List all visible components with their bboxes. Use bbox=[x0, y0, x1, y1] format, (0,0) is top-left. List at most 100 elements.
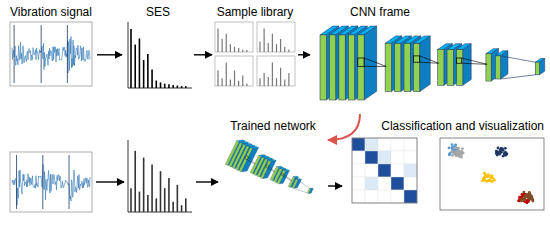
layer-side bbox=[401, 36, 412, 92]
impact-marker bbox=[41, 25, 42, 83]
impact-marker bbox=[14, 25, 15, 83]
vibration-waveform bbox=[12, 37, 90, 73]
layer-front bbox=[239, 147, 253, 172]
layer-front bbox=[495, 56, 500, 79]
spectrum-line bbox=[172, 85, 174, 88]
scatter-dot bbox=[483, 179, 486, 182]
spectrum-line bbox=[130, 188, 132, 212]
scatter-dot bbox=[497, 147, 500, 150]
matrix-cell bbox=[352, 177, 365, 190]
spectrum-line bbox=[168, 178, 170, 212]
layer-front bbox=[447, 50, 453, 86]
spectrum-line bbox=[172, 202, 174, 212]
field-lines bbox=[268, 166, 276, 172]
scatter-dot bbox=[523, 195, 526, 198]
flow-arrow bbox=[96, 181, 124, 182]
spectrum-line bbox=[217, 29, 218, 52]
spectrum-line bbox=[160, 171, 162, 212]
scatter-dot bbox=[448, 153, 451, 156]
spectrum-line bbox=[226, 34, 227, 52]
spectrum-line bbox=[130, 29, 132, 88]
receptive-field bbox=[245, 156, 249, 160]
layer-side bbox=[364, 26, 377, 100]
impact-marker bbox=[42, 155, 43, 209]
matrix-cell bbox=[378, 190, 391, 203]
flow-arrow bbox=[298, 54, 310, 55]
matrix-cell bbox=[365, 138, 378, 151]
panel-heading: Trained network bbox=[230, 119, 316, 133]
spectrum-line bbox=[276, 78, 277, 86]
figure-panel: SES bbox=[122, 2, 194, 90]
signal-frame bbox=[10, 22, 92, 86]
field-lines bbox=[420, 56, 439, 63]
scatter-dot bbox=[484, 176, 487, 179]
layer-front bbox=[438, 50, 444, 86]
spectrum-line bbox=[151, 164, 153, 212]
impact-marker bbox=[69, 155, 70, 209]
layer-front bbox=[307, 188, 311, 193]
receptive-field bbox=[358, 58, 364, 66]
spectrum-line bbox=[272, 63, 273, 86]
spectrum-line bbox=[185, 86, 187, 88]
figure-panel: Vibration signal bbox=[5, 2, 97, 90]
layer-front bbox=[339, 35, 345, 100]
scatter-dot bbox=[459, 155, 462, 158]
impact-marker bbox=[67, 25, 68, 83]
spectrum-line bbox=[181, 86, 183, 88]
scatter-dot bbox=[451, 143, 454, 146]
matrix-cell bbox=[391, 177, 404, 190]
spectrum-line bbox=[222, 39, 223, 52]
matrix-cell bbox=[352, 138, 365, 151]
field-lines bbox=[247, 157, 256, 164]
scatter-dot bbox=[487, 174, 490, 177]
spectrum-line bbox=[164, 84, 166, 88]
layer-front bbox=[277, 170, 286, 184]
matrix-cell bbox=[391, 151, 404, 164]
scatter-dot bbox=[521, 193, 524, 196]
spectrum-line bbox=[222, 78, 223, 86]
scatter-dot bbox=[495, 150, 498, 153]
spectrum-line bbox=[288, 73, 289, 86]
matrix-cell bbox=[391, 164, 404, 177]
scatter-dot bbox=[495, 150, 498, 153]
panel-heading: SES bbox=[146, 5, 170, 19]
receptive-field bbox=[457, 58, 462, 63]
spectrum-line bbox=[238, 48, 239, 52]
spectrum-line bbox=[234, 47, 235, 52]
spectrum-line bbox=[230, 44, 231, 52]
scatter-dot bbox=[500, 148, 503, 151]
panel-heading: Vibration signal bbox=[10, 5, 92, 19]
scatter-dot bbox=[487, 179, 490, 182]
layer-front bbox=[260, 160, 271, 178]
spectrum-line bbox=[276, 44, 277, 52]
layer-front bbox=[320, 35, 326, 100]
matrix-cell bbox=[404, 190, 417, 203]
layer-front bbox=[413, 43, 419, 91]
matrix-cell bbox=[404, 164, 417, 177]
spectrum-frame bbox=[257, 22, 295, 52]
trained-cnn-drawing bbox=[225, 138, 319, 204]
spectrum-line bbox=[272, 34, 273, 52]
layer-front bbox=[404, 43, 410, 91]
spectrum-line bbox=[264, 73, 265, 86]
spectrum-line bbox=[242, 76, 243, 86]
layer-front bbox=[348, 35, 354, 100]
scatter-dot bbox=[460, 150, 463, 153]
scatter-dot bbox=[502, 155, 505, 158]
scatter-dot bbox=[448, 147, 451, 150]
scatter-dot bbox=[528, 193, 531, 196]
scatter-dot bbox=[460, 156, 463, 159]
scatter-dot bbox=[530, 195, 533, 198]
spectrum-line bbox=[143, 60, 145, 88]
matrix-cell bbox=[365, 164, 378, 177]
scatter-dot bbox=[524, 195, 527, 198]
spectrum-line bbox=[284, 80, 285, 87]
scatter-dot bbox=[453, 147, 456, 150]
spectrum-line bbox=[234, 70, 235, 86]
scatter-dot bbox=[524, 195, 527, 198]
scatter-dot bbox=[500, 151, 503, 154]
layer-front bbox=[457, 50, 463, 86]
spectrum-frame bbox=[215, 22, 253, 52]
spectrum-line bbox=[268, 43, 269, 52]
